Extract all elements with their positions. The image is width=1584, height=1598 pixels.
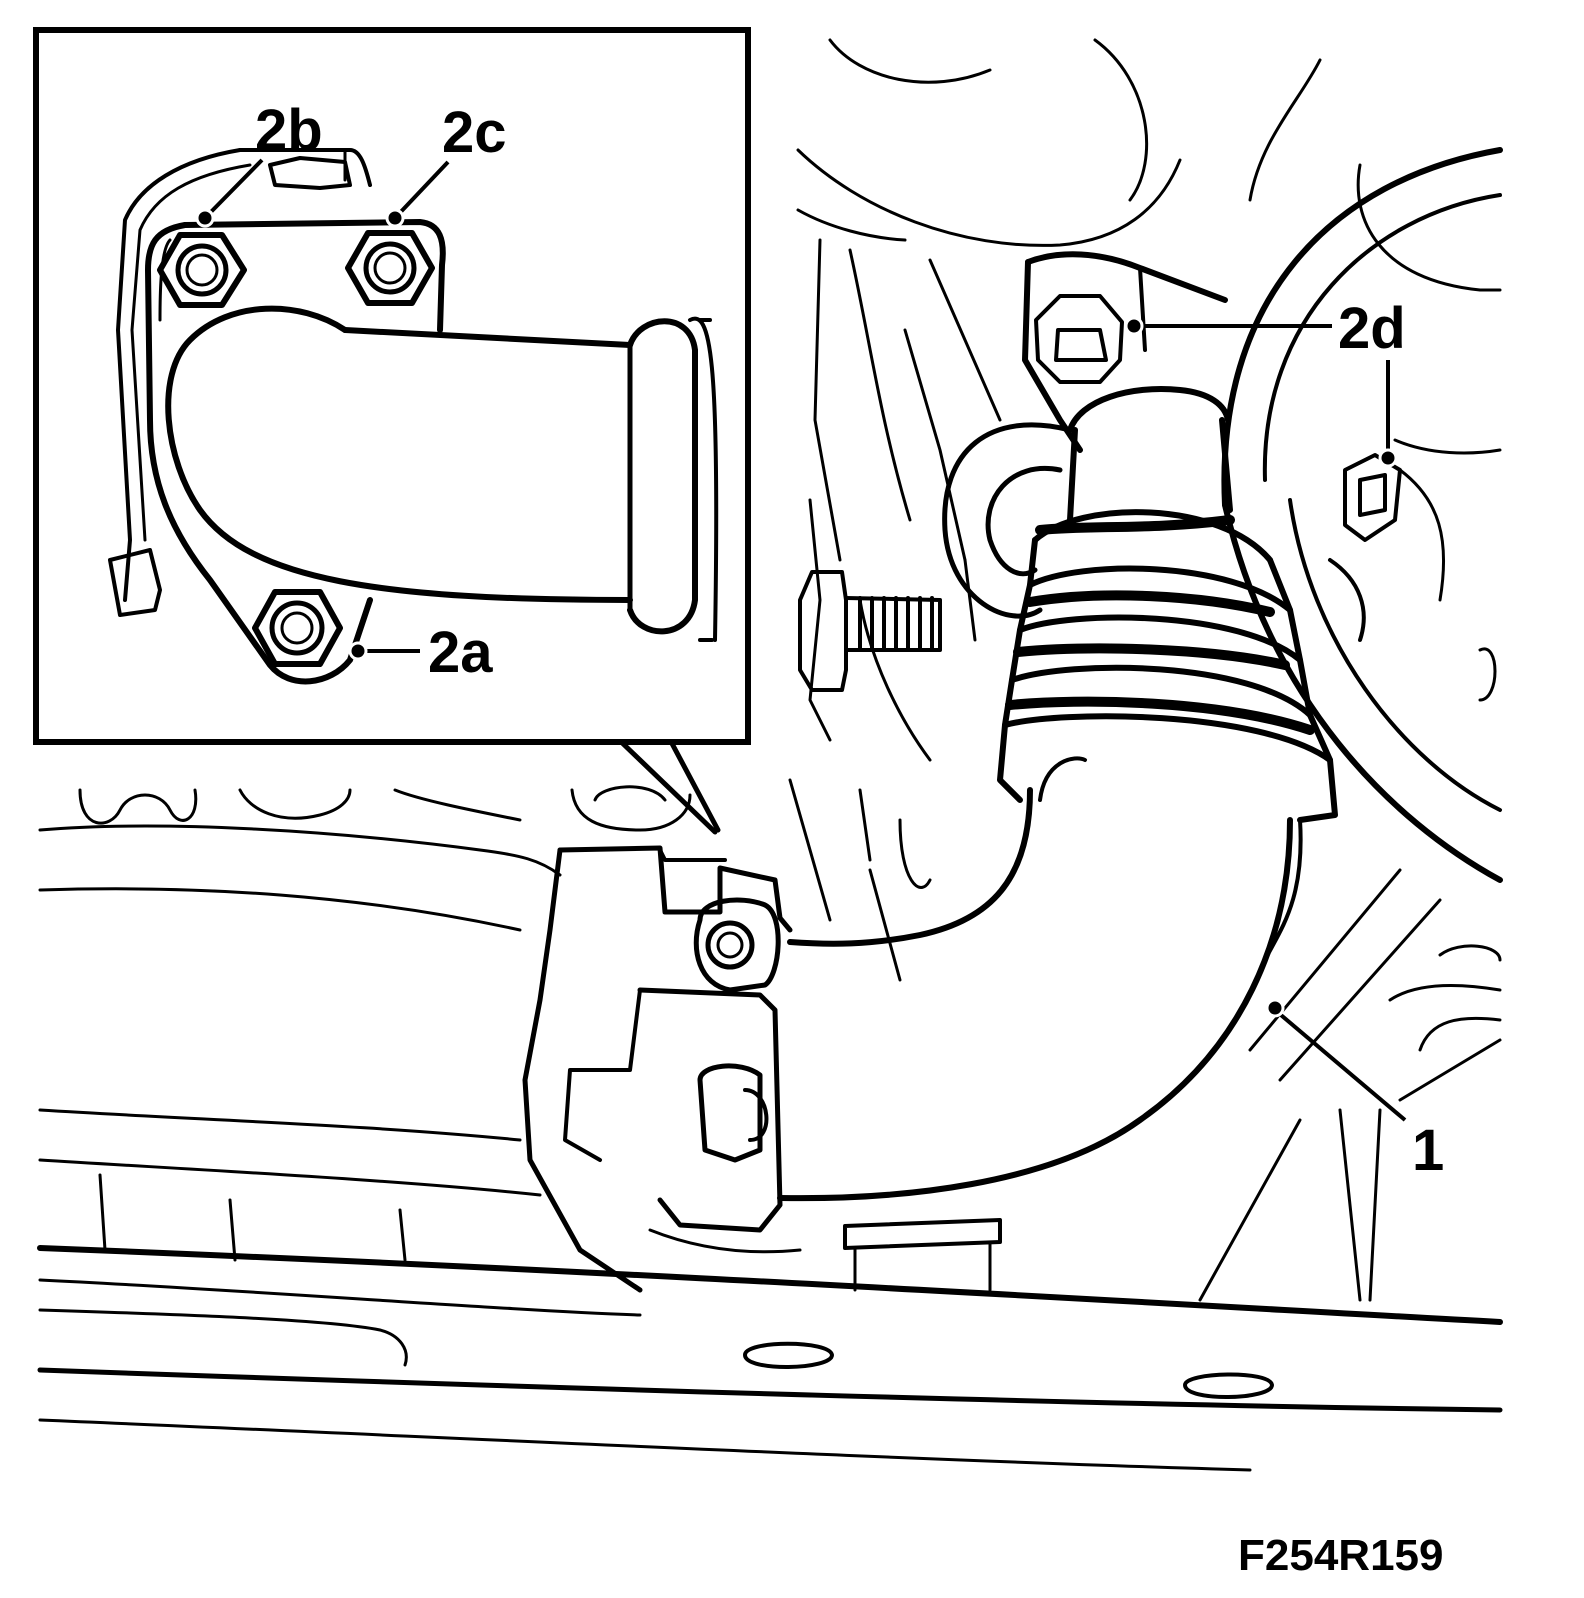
pulley-top	[796, 38, 1182, 247]
nut-2c	[345, 230, 435, 306]
callout-leaders	[195, 158, 1407, 1122]
hose-neck	[1067, 386, 1233, 523]
lower-braces	[1198, 868, 1502, 1302]
callout-2b: 2b	[255, 98, 323, 163]
engine-casting	[788, 238, 1002, 982]
nut-2a	[252, 589, 343, 667]
callout-1: 1	[1412, 1118, 1444, 1183]
clamp-block	[522, 845, 793, 1293]
hose-elbow	[777, 756, 1303, 1202]
stud-bolt	[798, 570, 942, 692]
sensor-right	[1328, 453, 1402, 642]
callout-2a: 2a	[428, 620, 493, 685]
engine-body-lower	[38, 785, 802, 1317]
callout-2c: 2c	[442, 100, 507, 165]
figure-reference: F254R159	[1238, 1531, 1443, 1580]
inset-pointer	[612, 733, 721, 835]
right-ring	[1221, 58, 1503, 883]
ring-loop	[942, 422, 1073, 619]
nut-2d	[1034, 294, 1124, 384]
oil-pan	[37, 1218, 1503, 1472]
top-bracket	[1022, 251, 1228, 453]
inset-panel	[33, 27, 751, 745]
main-scene	[37, 38, 1503, 1472]
nut-2b	[157, 232, 247, 308]
hose-corrugation	[997, 509, 1338, 823]
callout-2d: 2d	[1338, 296, 1406, 361]
